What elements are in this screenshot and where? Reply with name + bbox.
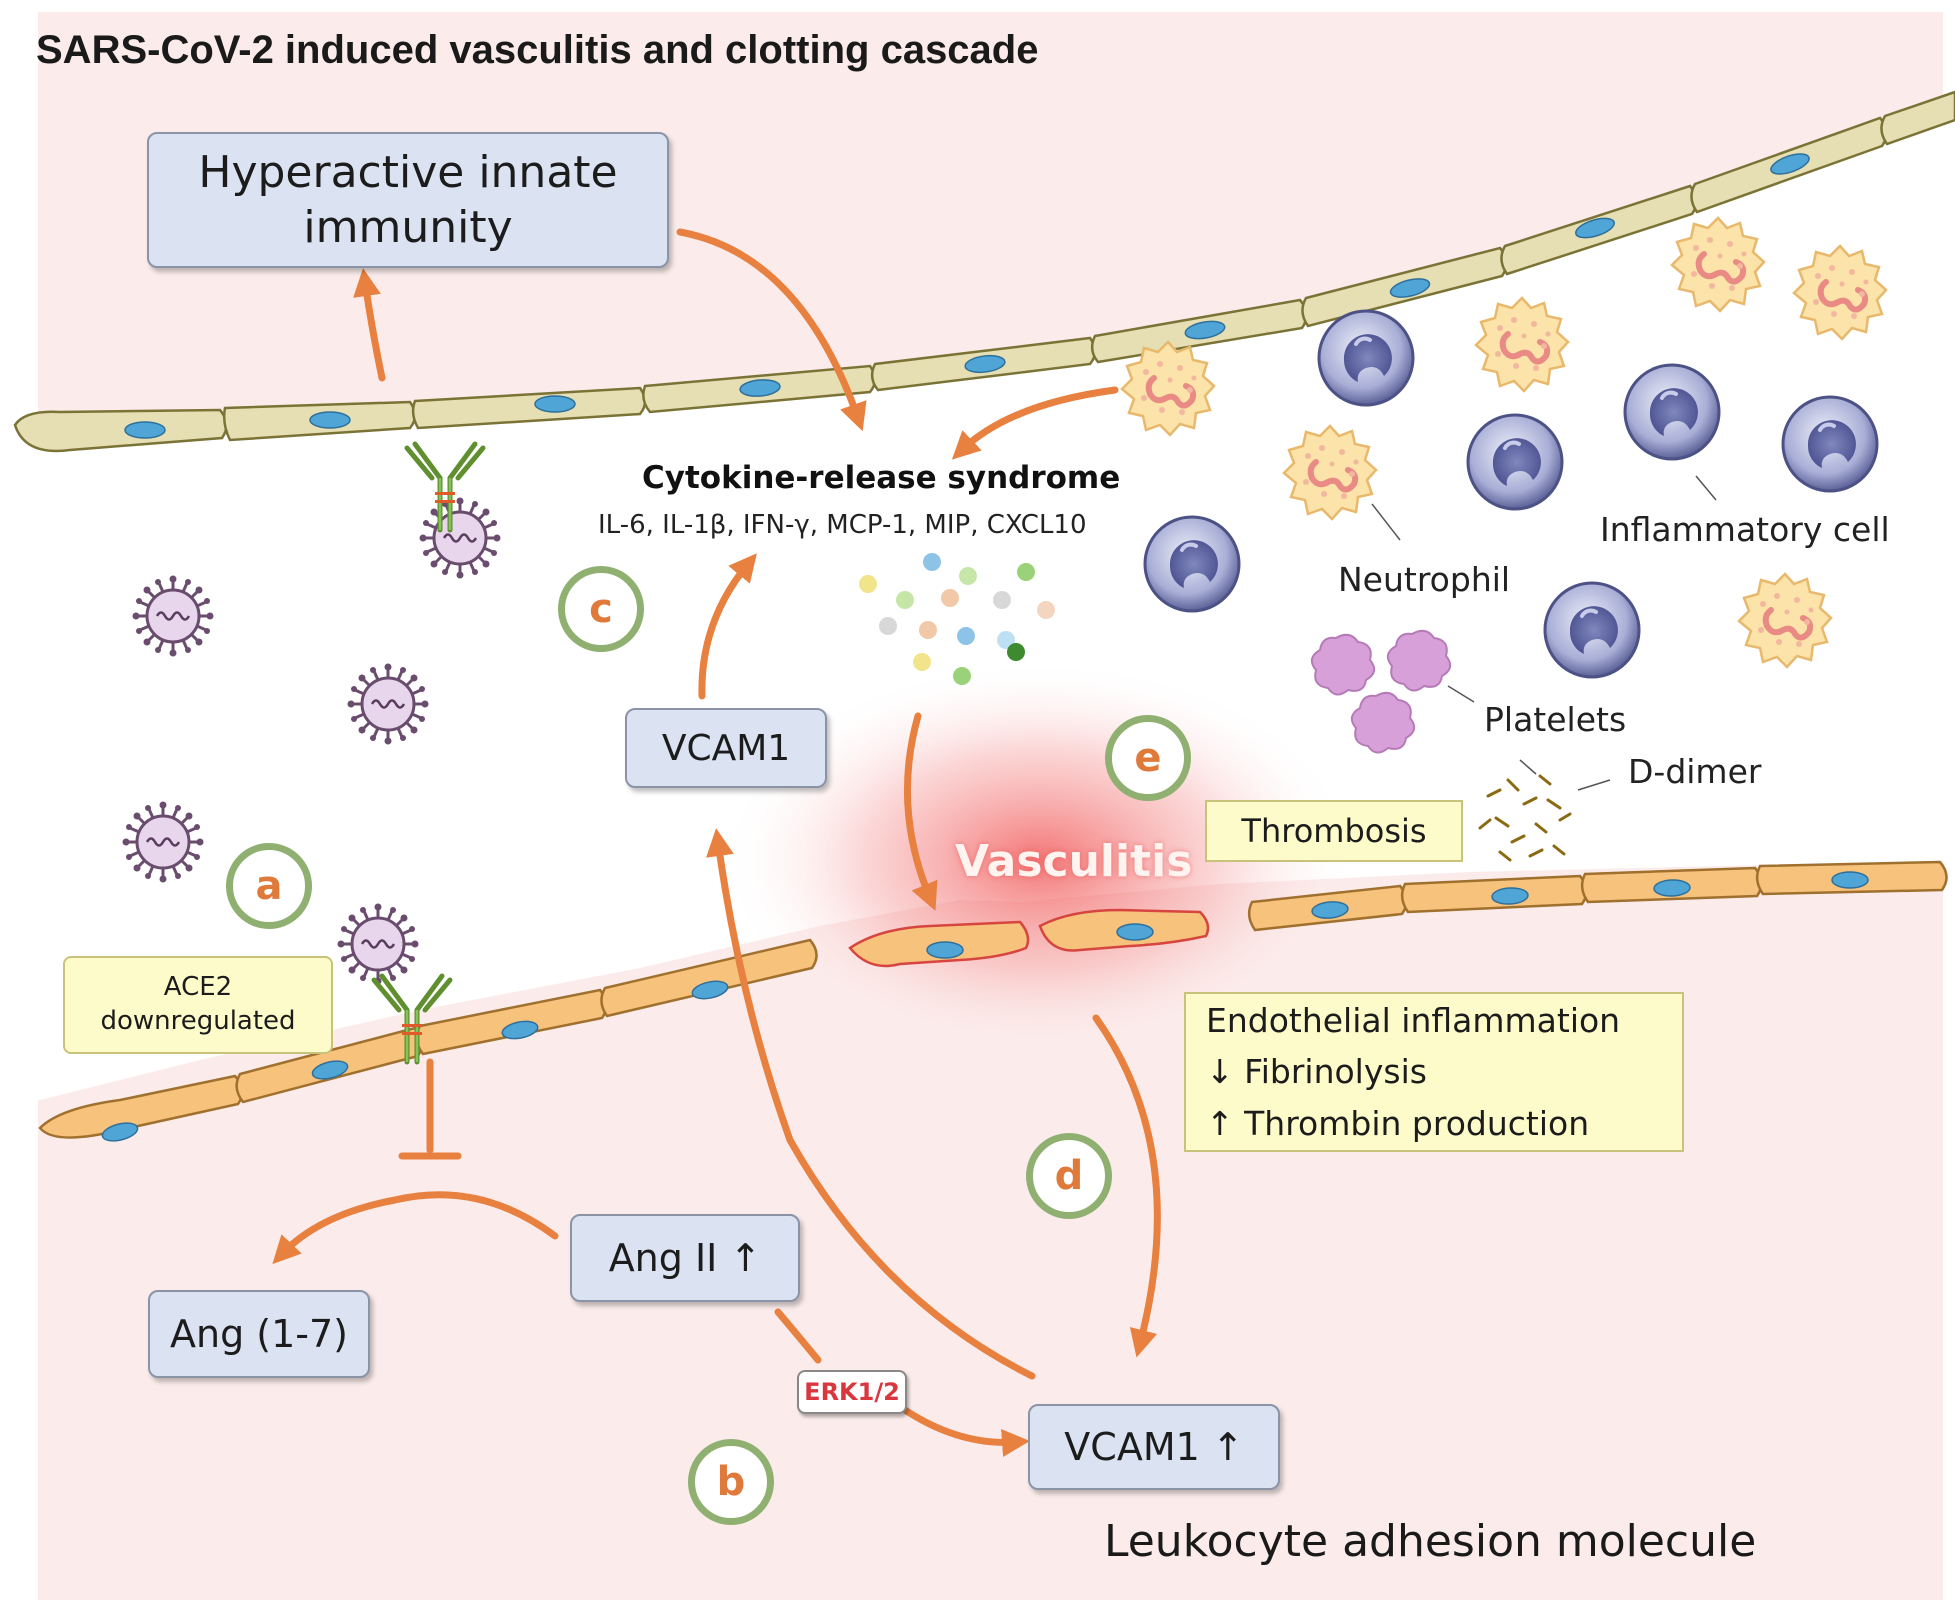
step-a-badge: a — [226, 843, 312, 929]
neutrophil-label: Neutrophil — [1338, 560, 1511, 599]
endothelial-inflammation-label: Endothelial inflammation — [1206, 1001, 1621, 1041]
step-c-badge: c — [558, 566, 644, 652]
d-dimer-fragments — [1478, 774, 1572, 862]
arrow-cytokine-to-vasculitis — [903, 712, 938, 911]
arrow-vcam-to-cytokine — [698, 553, 757, 700]
vessel-lumen — [0, 96, 1955, 1110]
cytokine-dots — [859, 553, 1055, 685]
d-dimer-label: D-dimer — [1628, 752, 1762, 791]
ang-1-7-box: Ang (1-7) — [148, 1290, 370, 1378]
arrow-ang2-to-erk — [774, 1308, 822, 1364]
diagram-title: SARS-CoV-2 induced vasculitis and clotti… — [36, 28, 1039, 72]
top-endothelium-nuclei — [124, 153, 1810, 439]
arrow-vcam-up — [706, 828, 1036, 1380]
cytokine-list: IL-6, IL-1β, IFN-γ, MCP-1, MIP, CXCL10 — [598, 510, 1087, 540]
cytokine-release-title: Cytokine-release syndrome — [642, 460, 1121, 496]
vcam1-lower-box: VCAM1 ↑ — [1028, 1404, 1280, 1490]
bottom-endothelium-nuclei — [101, 871, 1869, 1142]
step-d-badge: d — [1026, 1133, 1112, 1219]
hyperactive-innate-immunity-box: Hyperactive innate immunity — [147, 132, 669, 268]
ang-ii-box: Ang II ↑ — [570, 1214, 800, 1302]
thrombin-production-label: ↑ Thrombin production — [1206, 1103, 1590, 1143]
platelets-label: Platelets — [1484, 700, 1627, 739]
hyperactive-innate-immunity-label: Hyperactive innate immunity — [198, 147, 618, 253]
step-e-badge: e — [1105, 715, 1191, 801]
vcam1-upper-label: VCAM1 — [661, 727, 791, 769]
ace2-label: ACE2 — [163, 972, 233, 1003]
callout-lines — [1371, 475, 1717, 791]
fibrinolysis-label: ↓ Fibrinolysis — [1206, 1052, 1427, 1092]
thrombosis-label: Thrombosis — [1241, 812, 1427, 850]
arrow-to-innate-immunity — [353, 268, 386, 382]
ang-1-7-label: Ang (1-7) — [170, 1312, 348, 1356]
bottom-endothelium — [38, 860, 1948, 1139]
inflammatory-cell-label: Inflammatory cell — [1600, 510, 1890, 549]
ang-ii-label: Ang II ↑ — [608, 1236, 762, 1280]
ace2-downregulated-note: ACE2 downregulated — [63, 956, 333, 1054]
vcam1-upper-box: VCAM1 — [625, 708, 827, 788]
vcam1-lower-label: VCAM1 ↑ — [1064, 1425, 1244, 1469]
arrow-endothelium-to-vcam — [1092, 1014, 1161, 1358]
arrow-ang2-to-ang17 — [272, 1191, 559, 1265]
vasculitis-label: Vasculitis — [955, 836, 1193, 887]
erk12-label: ERK1/2 — [797, 1370, 907, 1414]
downregulated-label: downregulated — [100, 1006, 296, 1036]
arrow-innate-to-cytokine — [676, 228, 867, 432]
pathway-arrows — [272, 228, 1161, 1457]
leukocyte-adhesion-molecule-label: Leukocyte adhesion molecule — [1104, 1516, 1757, 1567]
endothelial-inflammation-note: Endothelial inflammation ↓ Fibrinolysis … — [1184, 992, 1684, 1152]
step-b-badge: b — [688, 1439, 774, 1525]
thrombosis-note: Thrombosis — [1205, 800, 1463, 862]
arrow-cells-to-cytokine — [951, 386, 1119, 460]
arrow-erk-to-vcam — [901, 1406, 1030, 1457]
